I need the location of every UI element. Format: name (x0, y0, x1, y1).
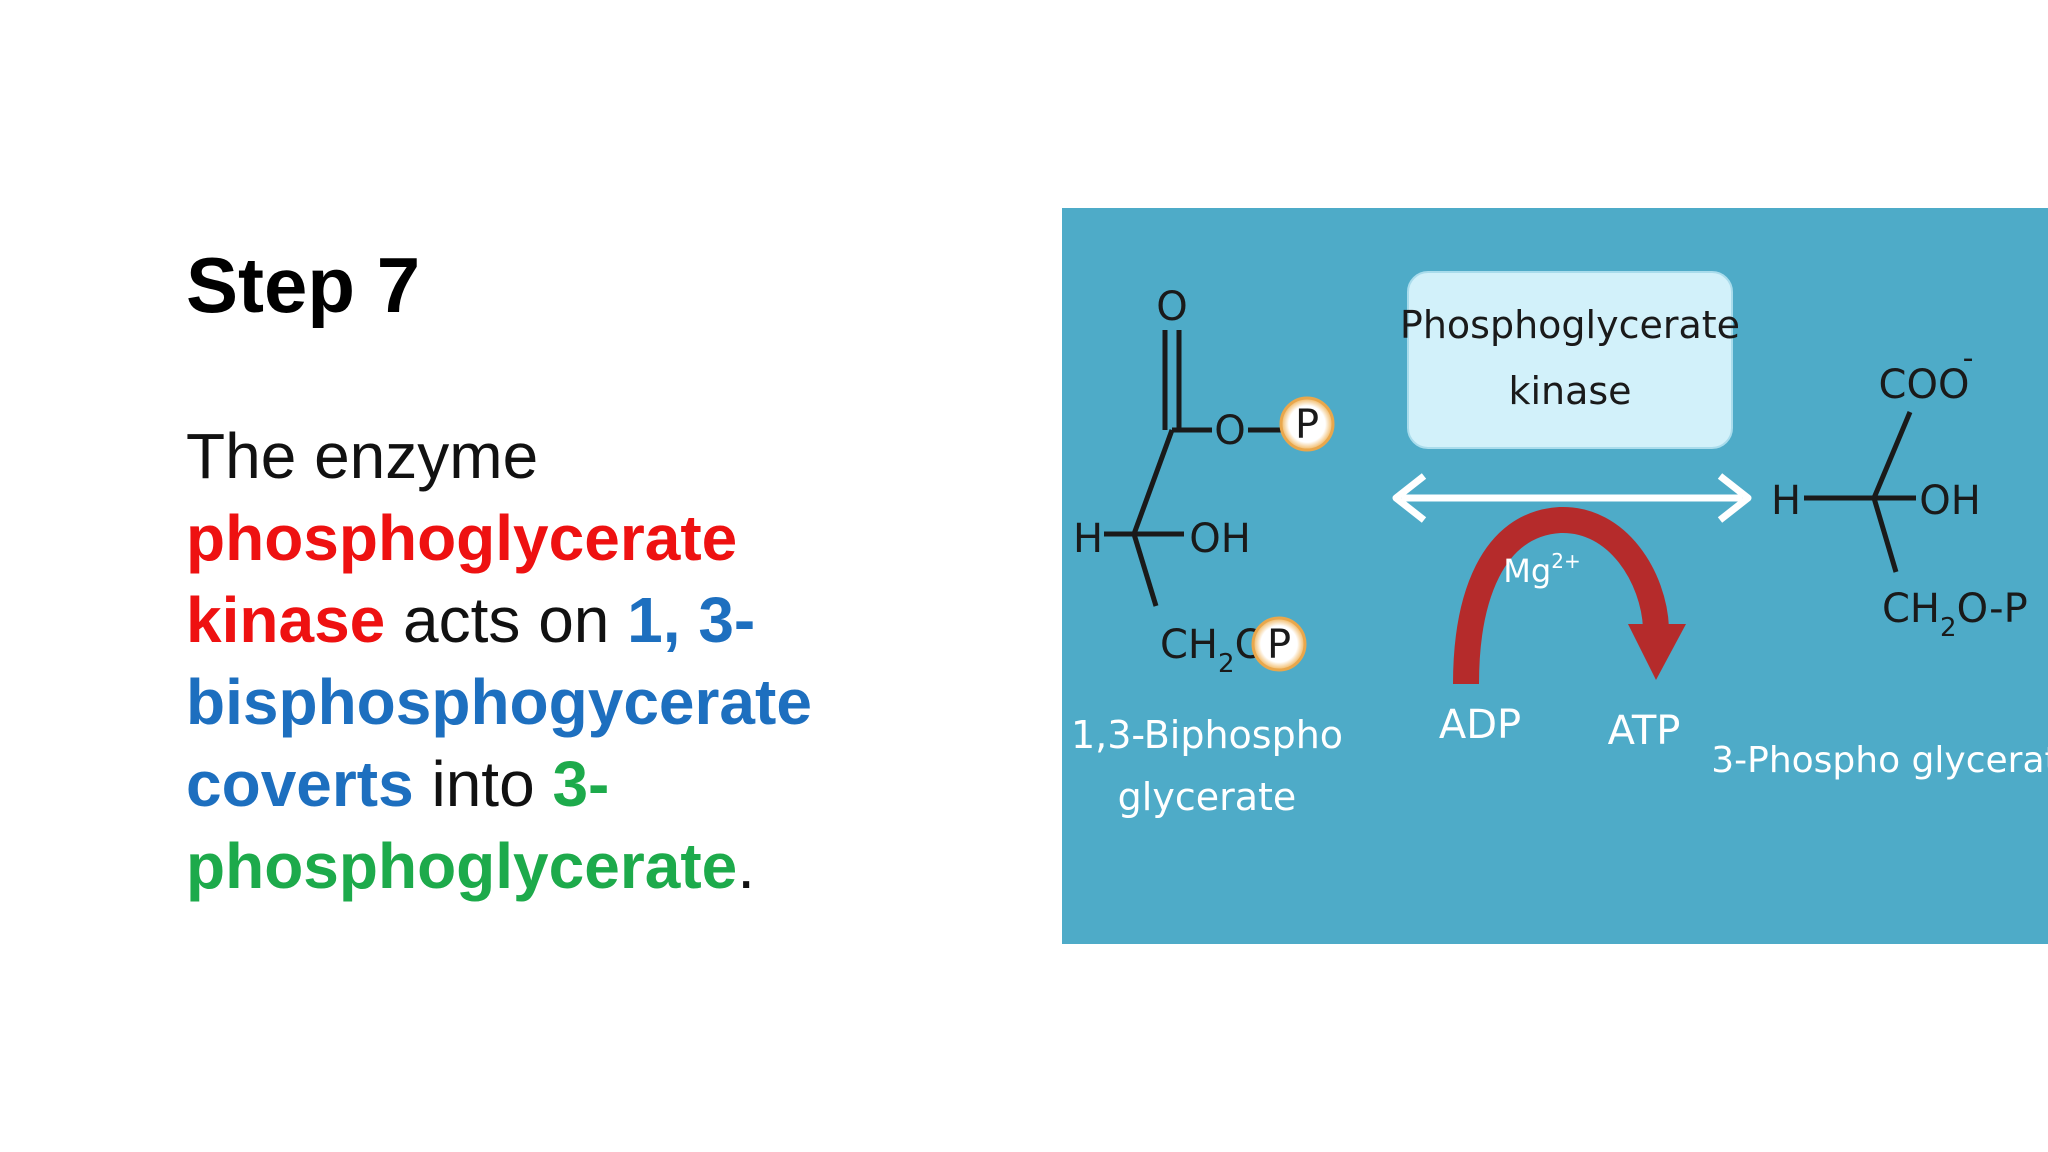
magnesium-cofactor: Mg2+ (1503, 549, 1580, 590)
text-into: into (431, 748, 535, 820)
mg-superscript: 2+ (1551, 549, 1580, 573)
right-coo-charge: - (1963, 341, 1974, 376)
right-sub-2: 2 (1940, 613, 1957, 643)
reaction-diagram-svg: O O P H OH CH2O P 1,3-Biphospho glycerat… (1071, 271, 2048, 819)
adp-atp-curved-arrow (1453, 507, 1686, 685)
enzyme-box-line2: kinase (1508, 369, 1631, 413)
text-the-enzyme: The enzyme (186, 420, 539, 492)
curved-arrow-head (1628, 624, 1686, 680)
text-period: . (737, 830, 755, 902)
reversible-arrow-left-head (1392, 473, 1427, 523)
right-ch2op-text: CH2O-P (1882, 586, 2028, 643)
reaction-diagram: O O P H OH CH2O P 1,3-Biphospho glycerat… (1062, 208, 2048, 944)
left-molecule-name-1: 1,3-Biphospho (1071, 713, 1343, 757)
left-p-bottom: P (1267, 622, 1291, 668)
product-prefix: 3- (552, 748, 610, 820)
left-molecule-name-2: glycerate (1118, 775, 1297, 819)
right-h: H (1771, 478, 1801, 524)
left-oh: OH (1189, 516, 1251, 562)
right-ch: CH (1882, 586, 1940, 632)
text-acts-on: acts on (403, 584, 610, 656)
left-p-top: P (1295, 402, 1319, 448)
phosphate-circle-1 (1279, 396, 1335, 452)
product-name: phosphoglycerate (186, 830, 738, 902)
atp-label: ATP (1608, 708, 1681, 754)
left-ch: CH (1160, 622, 1218, 668)
substrate-prefix: 1, 3- (627, 584, 756, 656)
bond-c1-c2 (1131, 429, 1175, 535)
enzyme-box-bg (1407, 271, 1733, 449)
mg-base: Mg (1503, 552, 1551, 590)
text-coverts: coverts (186, 748, 414, 820)
step-title: Step 7 (186, 241, 421, 329)
left-o-top: O (1156, 284, 1187, 330)
bond-c2-c3 (1131, 533, 1159, 607)
enzyme-box-line1: Phosphoglycerate (1400, 303, 1740, 347)
right-coo: COO (1879, 362, 1970, 408)
left-ch2o-text: CH2O (1160, 622, 1266, 679)
reversible-arrow (1392, 473, 1752, 523)
left-sub-2: 2 (1218, 649, 1235, 679)
step-description: The enzyme phosphoglycerate kinase acts … (186, 415, 886, 907)
substrate-name: bisphosphogycerate (186, 666, 812, 738)
left-h: H (1073, 516, 1103, 562)
enzyme-name-part1: phosphoglycerate (186, 502, 738, 574)
phosphate-circle-2 (1251, 616, 1307, 672)
left-o-ester: O (1214, 408, 1245, 454)
enzyme-name-part2: kinase (186, 584, 386, 656)
reversible-arrow-right-head (1717, 473, 1752, 523)
right-molecule-name: 3-Phospho glycerate (1711, 740, 2048, 781)
right-op: O-P (1957, 586, 2028, 632)
adp-label: ADP (1439, 702, 1521, 748)
right-molecule: COO - H OH CH2O-P 3-Phospho glycerate (1711, 341, 2048, 781)
right-oh: OH (1919, 478, 1981, 524)
left-molecule: O O P H OH CH2O P 1,3-Biphospho glycerat… (1071, 284, 1343, 819)
curved-arrow-body (1453, 507, 1669, 685)
enzyme-box: Phosphoglycerate kinase (1400, 271, 1740, 449)
right-bond-c1-c2 (1871, 411, 1913, 499)
right-bond-c2-c3 (1871, 497, 1899, 573)
